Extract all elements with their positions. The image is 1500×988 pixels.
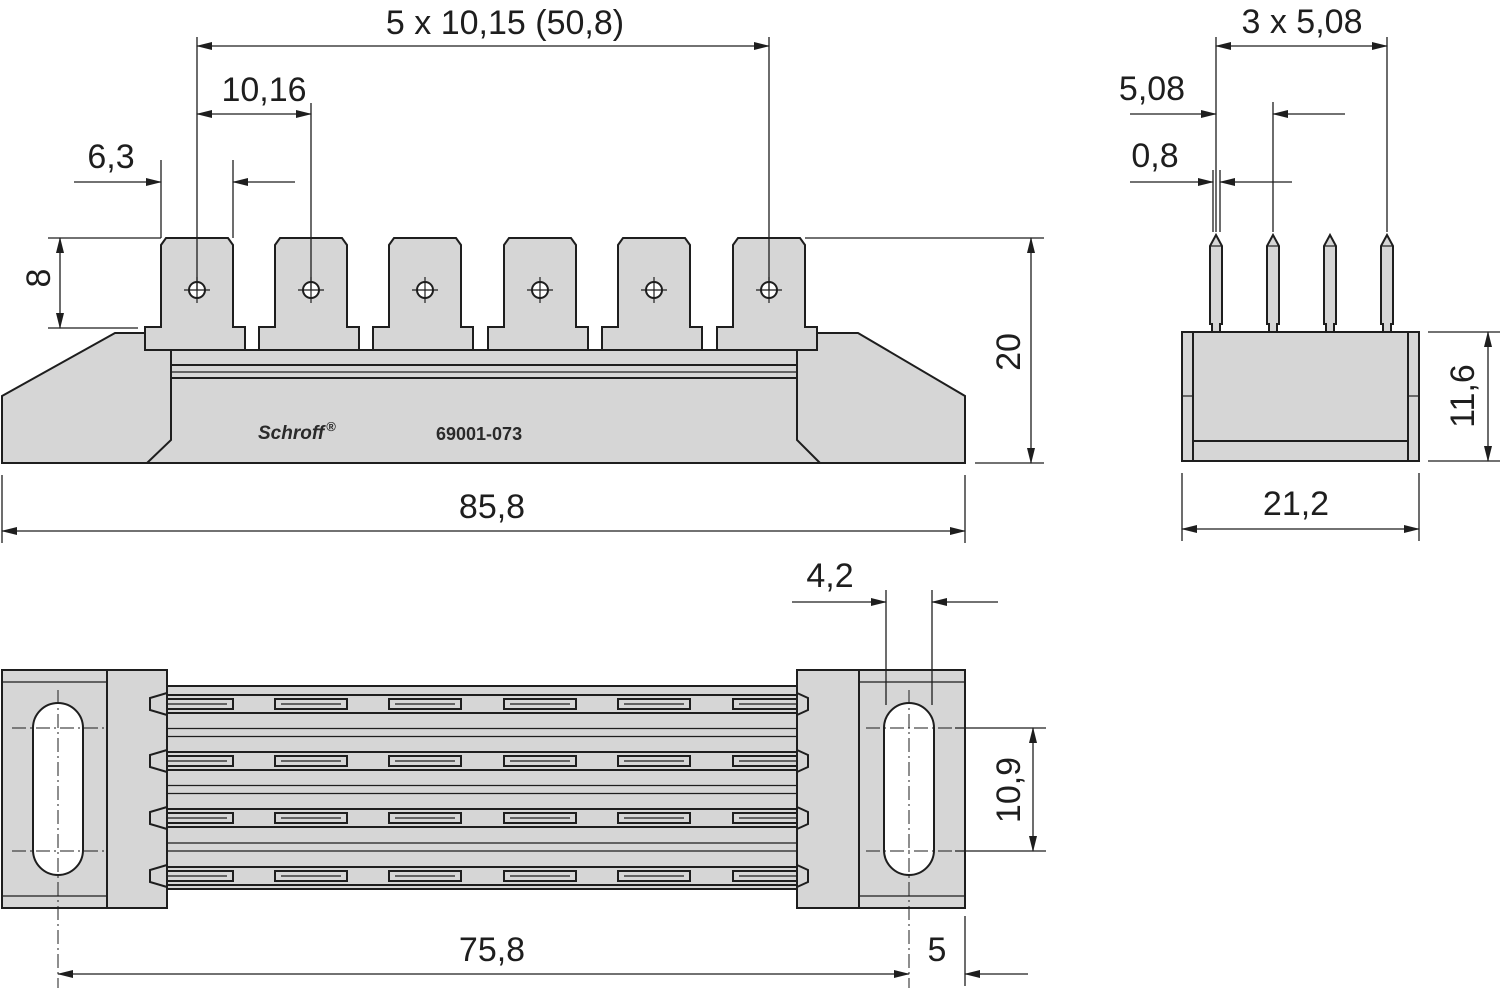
- side-dimensions: 3 x 5,08 5,08 0,8 11,6 21,2: [1119, 3, 1500, 541]
- dim-pin-width: 0,8: [1131, 137, 1178, 175]
- left-cap-notch: [149, 864, 168, 888]
- dim-slot-length: 10,9: [990, 757, 1028, 823]
- dim-slot-width: 4,2: [806, 557, 853, 595]
- solder-pin: [1209, 232, 1223, 333]
- side-view: [1181, 232, 1420, 462]
- front-dimensions: 5 x 10,15 (50,8) 10,16 6,3 8 20 85,8: [1, 4, 1044, 543]
- cap-notches: [149, 692, 809, 888]
- dim-overall-height: 20: [990, 333, 1028, 371]
- right-cap-notch: [796, 749, 809, 773]
- brand-logo-text: Schroff®: [258, 419, 336, 444]
- right-end-cap: [796, 669, 966, 909]
- dim-body-width: 21,2: [1263, 485, 1329, 523]
- part-number: 69001-073: [436, 424, 522, 444]
- dim-hole-offset: 5: [928, 931, 947, 969]
- right-cap-notch: [796, 806, 809, 830]
- dim-body-height: 11,6: [1444, 364, 1482, 428]
- dim-pin-pitch: 5,08: [1119, 70, 1185, 108]
- left-cap-notch: [149, 692, 168, 716]
- dim-pitch: 10,16: [221, 71, 306, 109]
- top-view: [1, 669, 966, 988]
- left-end-cap: [1, 669, 168, 909]
- dim-hole-spacing: 75,8: [459, 931, 525, 969]
- dim-tab-width: 6,3: [87, 138, 134, 176]
- top-grid-body: [149, 685, 806, 890]
- solder-pin: [1323, 232, 1337, 333]
- top-dimensions: 4,2 10,9 75,8 5: [57, 557, 1046, 986]
- front-tabs: [144, 237, 818, 351]
- right-cap-notch: [796, 692, 809, 716]
- contact-row-band: [159, 751, 801, 771]
- dim-overall-length: 85,8: [459, 488, 525, 526]
- contact-row-band: [159, 866, 801, 886]
- dim-tab-height: 8: [20, 269, 58, 288]
- solder-pin: [1266, 232, 1280, 333]
- left-cap-notch: [149, 749, 168, 773]
- right-cap-notch: [796, 864, 809, 888]
- front-view: Schroff® 69001-073: [1, 237, 966, 464]
- contact-row-band: [159, 808, 801, 828]
- left-cap-notch: [149, 806, 168, 830]
- contact-row-band: [159, 694, 801, 714]
- side-pins: [1209, 232, 1394, 333]
- dim-pin-pitch-total: 3 x 5,08: [1242, 3, 1363, 41]
- solder-pin: [1380, 232, 1394, 333]
- dim-pitch-total: 5 x 10,15 (50,8): [386, 4, 624, 42]
